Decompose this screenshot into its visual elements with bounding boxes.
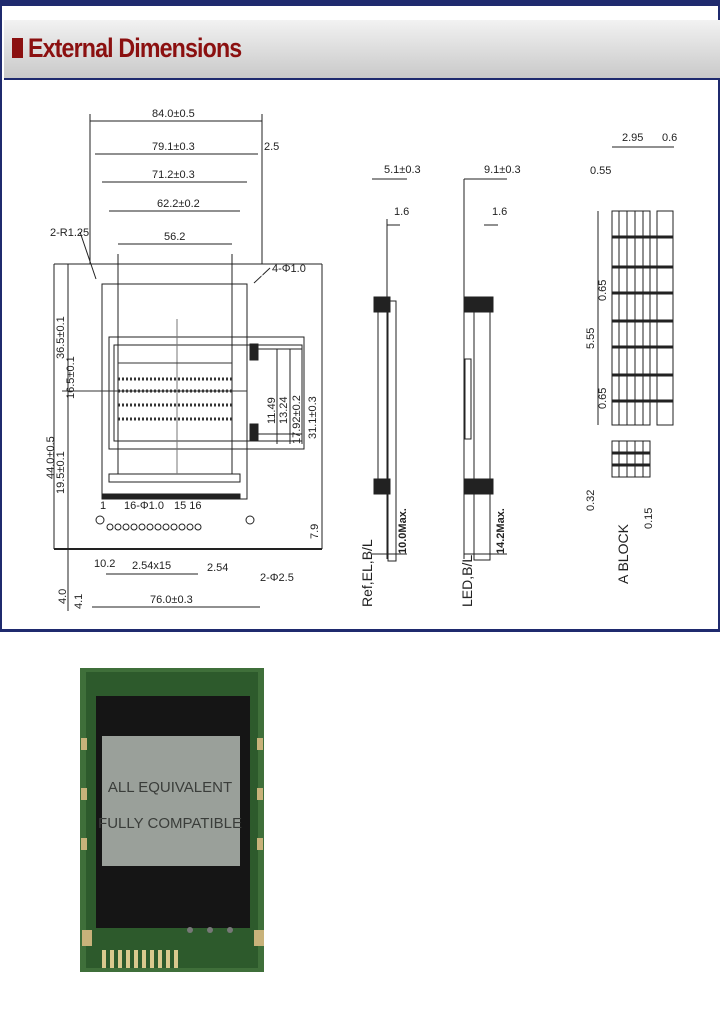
block-half-height-2: 0.65 [597, 388, 609, 409]
dim-height-4-0: 4.0 [57, 589, 69, 604]
dim-inner-height: 19.5±0.1 [55, 451, 67, 494]
dim-height-7-9: 7.9 [309, 524, 321, 539]
dim-pcb-height: 36.5±0.1 [55, 316, 67, 359]
dim-pin-span: 2.54x15 [132, 560, 171, 572]
technical-drawing: 84.0±0.5 79.1±0.3 2.5 71.2±0.3 62.2±0.2 … [45, 108, 677, 611]
side2-max: 14.2Max. [495, 508, 507, 554]
dim-pcb-width: 79.1±0.3 [152, 141, 195, 153]
photo-line-1: ALL EQUIVALENT [108, 779, 232, 796]
side1-max: 10.0Max. [397, 508, 409, 554]
a-block-view: 2.95 0.6 0.55 [585, 132, 677, 584]
dim-right-1: 11.49 [266, 397, 278, 424]
dim-view-height: 16.5±0.1 [65, 356, 77, 399]
side1-label: Ref,EL,B/L [359, 539, 375, 607]
dim-height-4-1: 4.1 [73, 594, 85, 609]
dimensions-panel: External Dimensions 84.0±0.5 79.1±0.3 2.… [0, 0, 720, 632]
section-header: External Dimensions [4, 20, 720, 80]
side1-sub: 1.6 [394, 206, 409, 218]
dim-overall-width: 84.0±0.5 [152, 108, 195, 120]
block-width-1: 2.95 [622, 132, 643, 144]
side2-sub: 1.6 [492, 206, 507, 218]
dim-overall-height: 44.0±0.5 [45, 436, 57, 479]
block-grid-upper [611, 210, 674, 426]
dim-right-gap: 2.5 [264, 141, 279, 153]
pin-row [95, 515, 255, 531]
dim-pin-pitch: 2.54 [207, 562, 228, 574]
side2-label: LED,B/L [459, 555, 475, 607]
photo-line-2: FULLY COMPATIBLE [98, 815, 242, 832]
header-bullet [12, 38, 23, 58]
block-dot-size: 0.15 [643, 508, 655, 529]
lcd-module-photo: ALL EQUIVALENT FULLY COMPATIBLE [80, 668, 264, 972]
dim-right-2: 13.24 [278, 396, 290, 424]
side2-depth: 9.1±0.3 [484, 164, 521, 176]
block-width-2: 0.6 [662, 132, 677, 144]
pin-end-labels: 15 16 [174, 500, 202, 512]
pin-one-label: 1 [100, 500, 106, 512]
dim-mount-holes: 4-Φ1.0 [272, 263, 306, 275]
dim-left-offset: 10.2 [94, 558, 115, 570]
dim-pin-holes: 16-Φ1.0 [124, 500, 164, 512]
dim-right-3: 17.92±0.2 [291, 395, 303, 444]
dim-bezel-width: 71.2±0.3 [152, 169, 195, 181]
front-view: 84.0±0.5 79.1±0.3 2.5 71.2±0.3 62.2±0.2 … [45, 108, 323, 611]
dim-right-height: 31.1±0.3 [307, 396, 319, 439]
dim-bottom-width: 76.0±0.3 [150, 594, 193, 606]
dim-corner-radius: 2-R1.25 [50, 227, 89, 239]
char-rows [62, 362, 247, 421]
block-half-height-1: 0.65 [597, 280, 609, 301]
dim-viewing-width: 62.2±0.2 [157, 198, 200, 210]
side-view-led: 9.1±0.3 1.6 14.2Max. LED,B/L [459, 164, 521, 607]
block-label: A BLOCK [615, 523, 631, 584]
side-view-el: 5.1±0.3 1.6 10.0Max. Ref,EL,B/L [359, 164, 421, 607]
section-title: External Dimensions [28, 33, 242, 63]
dim-bottom-holes: 2-Φ2.5 [260, 572, 294, 584]
block-lower-height: 0.32 [585, 490, 597, 511]
block-grid-lower [611, 440, 651, 478]
side1-depth: 5.1±0.3 [384, 164, 421, 176]
block-total-height: 5.55 [585, 328, 597, 349]
block-width-3: 0.55 [590, 165, 611, 177]
photo-pin-header [102, 950, 178, 968]
dim-active-width: 56.2 [164, 231, 185, 243]
